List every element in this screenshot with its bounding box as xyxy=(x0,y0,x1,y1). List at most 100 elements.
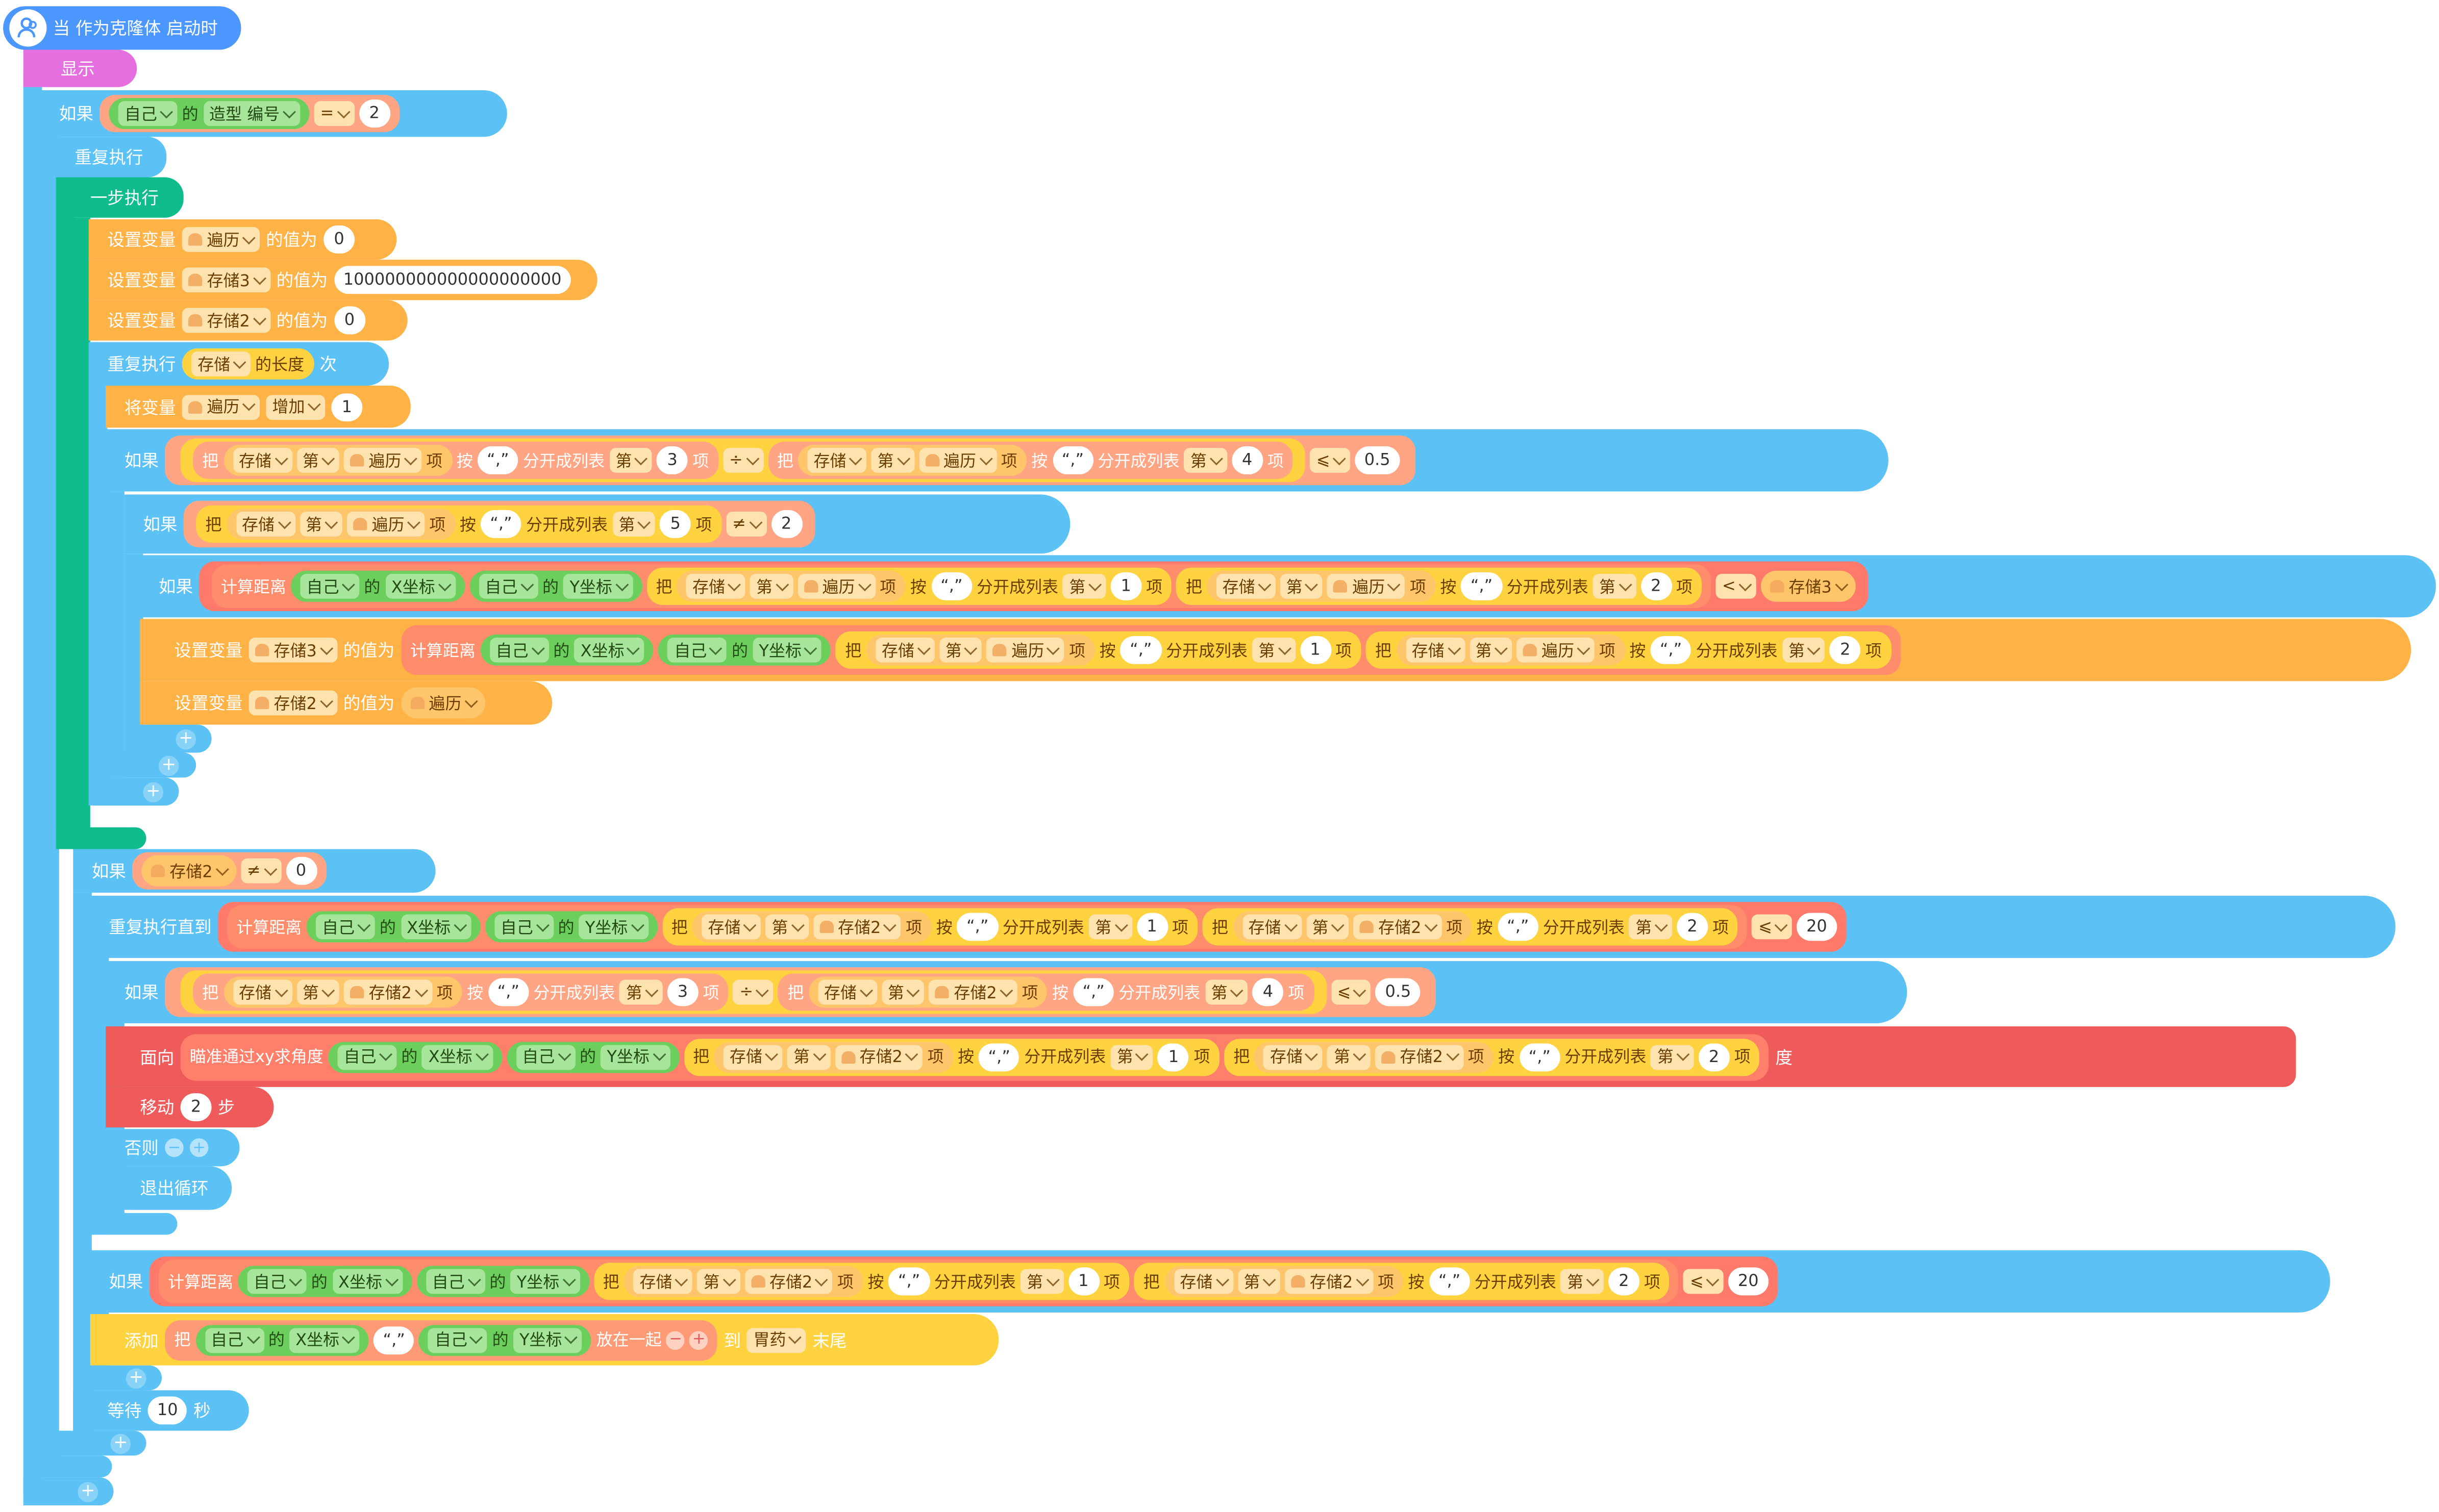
index-dropdown[interactable]: 第 xyxy=(1651,1044,1694,1069)
list-item-reporter[interactable]: 把 存储 第 存储2 项 按 “,” 分开成列表 第 4 项 xyxy=(778,973,1314,1011)
y-dropdown[interactable]: Y坐标 xyxy=(753,637,822,663)
else-block[interactable]: 否则 − + xyxy=(106,1129,240,1167)
x-sensing[interactable]: 自己 的 X坐标 xyxy=(328,1041,502,1072)
separator-input[interactable]: “,” xyxy=(931,572,972,600)
separator-input[interactable]: “,” xyxy=(957,913,998,941)
break-block[interactable]: 退出循环 xyxy=(106,1166,232,1210)
var-reporter[interactable]: 存储2 xyxy=(744,1269,833,1294)
div-op-dropdown[interactable]: ÷ xyxy=(723,447,763,473)
join-reporter[interactable]: 把 自己 的 X坐标 “,” 自己 的 Y坐标 放在一起 − + xyxy=(165,1319,718,1360)
value-input[interactable]: 2 xyxy=(1829,636,1861,664)
value-input[interactable]: 5 xyxy=(660,510,691,538)
value-input[interactable]: 2 xyxy=(180,1093,212,1121)
self-dropdown[interactable]: 自己 xyxy=(204,1327,264,1352)
split-item-reporter[interactable]: 存储 第 存储2 项 xyxy=(1233,911,1472,943)
self-dropdown[interactable]: 自己 xyxy=(426,1269,485,1294)
list-item-reporter[interactable]: 把 存储 第 存储2 项 按 “,” 分开成列表 第 1 项 xyxy=(662,908,1198,946)
neq-op-dropdown[interactable]: ≠ xyxy=(726,511,766,537)
index-dropdown[interactable]: 第 xyxy=(750,573,793,599)
split-item-reporter[interactable]: 存储 第 存储2 项 xyxy=(1254,1041,1494,1072)
y-sensing[interactable]: 自己 的 Y坐标 xyxy=(485,911,658,943)
eq-op-dropdown[interactable]: = xyxy=(314,101,355,126)
x-dropdown[interactable]: X坐标 xyxy=(400,914,471,940)
x-sensing[interactable]: 自己 的 X坐标 xyxy=(195,1324,369,1355)
x-sensing[interactable]: 自己 的 X坐标 xyxy=(306,911,481,943)
value-input[interactable]: 1 xyxy=(1158,1043,1189,1071)
list-dropdown[interactable]: 存储 xyxy=(702,914,761,940)
add-block-button[interactable]: + xyxy=(176,728,196,750)
var-reporter[interactable]: 存储2 xyxy=(1375,1044,1463,1069)
costume-sensing[interactable]: 自己 的 造型 编号 xyxy=(109,98,310,130)
self-dropdown[interactable]: 自己 xyxy=(118,101,178,126)
var-dropdown[interactable]: 遍历 xyxy=(182,394,260,419)
self-dropdown[interactable]: 自己 xyxy=(315,914,375,940)
forever-block[interactable]: 重复执行 xyxy=(56,137,167,178)
var-reporter[interactable]: 遍历 xyxy=(346,511,425,537)
list-item-reporter[interactable]: 把 存储 第 存储2 项 按 “,” 分开成列表 第 3 项 xyxy=(193,973,729,1011)
value-input[interactable]: 2 xyxy=(1640,572,1672,600)
var-reporter[interactable]: 存储2 xyxy=(141,855,236,887)
index-dropdown[interactable]: 第 xyxy=(1020,1269,1063,1294)
var-reporter[interactable]: 存储2 xyxy=(834,1044,923,1069)
list-dropdown[interactable]: 存储 xyxy=(191,351,251,376)
value-input[interactable]: 1 xyxy=(1136,913,1167,941)
value-input[interactable]: 20 xyxy=(1728,1267,1769,1296)
split-item-reporter[interactable]: 存储 第 存储2 项 xyxy=(624,1266,863,1297)
le-op-dropdown[interactable]: ⩽ xyxy=(1310,447,1351,473)
value-input[interactable]: 4 xyxy=(1252,978,1284,1006)
value-input[interactable]: 2 xyxy=(770,510,802,538)
le-operator[interactable]: 计算距离 自己 的 X坐标 自己 的 Y坐标 把 存储 第 存储2 xyxy=(217,902,1846,952)
y-dropdown[interactable]: Y坐标 xyxy=(563,573,633,599)
add-block-button[interactable]: + xyxy=(143,782,164,803)
index-dropdown[interactable]: 第 xyxy=(1237,1269,1281,1294)
x-sensing[interactable]: 自己 的 X坐标 xyxy=(291,570,465,602)
list-dropdown[interactable]: 存储 xyxy=(807,447,867,473)
self-dropdown[interactable]: 自己 xyxy=(479,573,538,599)
separator-input[interactable]: “,” xyxy=(488,978,529,1006)
index-dropdown[interactable]: 第 xyxy=(1327,1044,1371,1069)
separator-input[interactable]: “,” xyxy=(1052,446,1093,474)
value-input[interactable]: 2 xyxy=(1698,1043,1730,1071)
index-dropdown[interactable]: 第 xyxy=(296,979,339,1005)
show-block[interactable]: 显示 xyxy=(23,49,137,87)
divide-operator[interactable]: 把 存储 第 遍历 项 按 “,” 分开成列表 第 3 项 ÷ 把 xyxy=(180,438,1306,483)
separator-input[interactable]: “,” xyxy=(1461,572,1502,600)
var-dropdown[interactable]: 存储3 xyxy=(182,267,270,293)
index-dropdown[interactable]: 第 xyxy=(871,447,914,473)
if-distance-block[interactable]: 如果 计算距离 自己 的 X坐标 自己 的 Y坐标 把 存储 xyxy=(140,555,2436,618)
separator-input[interactable]: “,” xyxy=(1519,1043,1560,1071)
le-operator[interactable]: 计算距离 自己 的 X坐标 自己 的 Y坐标 把 存储 第 存储2 xyxy=(149,1256,1778,1306)
index-dropdown[interactable]: 第 xyxy=(1089,914,1132,940)
event-hat-block[interactable]: 当 作为克隆体 启动时 xyxy=(3,6,241,50)
y-dropdown[interactable]: Y坐标 xyxy=(601,1044,670,1069)
var-reporter[interactable]: 遍历 xyxy=(401,687,485,719)
split-item-reporter[interactable]: 存储 第 遍历 项 xyxy=(1396,634,1625,666)
value-input[interactable]: 20 xyxy=(1797,913,1837,941)
le-op-dropdown[interactable]: ⩽ xyxy=(1331,979,1372,1005)
index-dropdown[interactable]: 第 xyxy=(1252,637,1295,663)
split-item-reporter[interactable]: 存储 第 遍历 项 xyxy=(223,444,452,476)
neq-operator[interactable]: 把 存储 第 遍历 项 按 “,” 分开成列表 第 5 项 ≠ 2 xyxy=(183,500,814,548)
list-item-reporter[interactable]: 把 存储 第 遍历 项 按 “,” 分开成列表 第 1 项 xyxy=(646,567,1172,605)
list-dropdown[interactable]: 存储 xyxy=(1242,914,1302,940)
set-var-block[interactable]: 设置变量 存储3 的值为 计算距离 自己 的 X坐标 自己 的 Y坐标 把 存储… xyxy=(140,619,2411,682)
y-dropdown[interactable]: Y坐标 xyxy=(510,1269,580,1294)
one-step-block[interactable]: 一步执行 xyxy=(71,177,184,218)
divide-operator[interactable]: 把 存储 第 存储2 项 按 “,” 分开成列表 第 3 项 ÷ 把 xyxy=(180,970,1327,1014)
separator-input[interactable]: “,” xyxy=(477,446,518,474)
var-dropdown[interactable]: 遍历 xyxy=(182,227,260,252)
var-reporter[interactable]: 存储2 xyxy=(1285,1269,1373,1294)
x-dropdown[interactable]: X坐标 xyxy=(385,573,456,599)
value-input[interactable]: 1 xyxy=(1110,572,1142,600)
le-op-dropdown[interactable]: ⩽ xyxy=(1752,914,1793,940)
index-dropdown[interactable]: 第 xyxy=(697,1269,740,1294)
distance-reporter[interactable]: 计算距离 自己 的 X坐标 自己 的 Y坐标 把 存储 第 遍历 xyxy=(211,564,1711,608)
y-sensing[interactable]: 自己 的 Y坐标 xyxy=(469,570,642,602)
list-item-reporter[interactable]: 把 存储 第 遍历 项 按 “,” 分开成列表 第 1 项 xyxy=(835,631,1361,669)
split-item-reporter[interactable]: 存储 第 存储2 项 xyxy=(808,976,1048,1008)
split-item-reporter[interactable]: 存储 第 存储2 项 xyxy=(1164,1266,1404,1297)
if-dist-block[interactable]: 如果 计算距离 自己 的 X坐标 自己 的 Y坐标 把 存储 xyxy=(90,1250,2330,1313)
set-var-block[interactable]: 设置变量 遍历 的值为 0 xyxy=(88,219,397,260)
value-input[interactable]: 1 xyxy=(1067,1267,1099,1296)
var-reporter[interactable]: 遍历 xyxy=(986,637,1065,663)
